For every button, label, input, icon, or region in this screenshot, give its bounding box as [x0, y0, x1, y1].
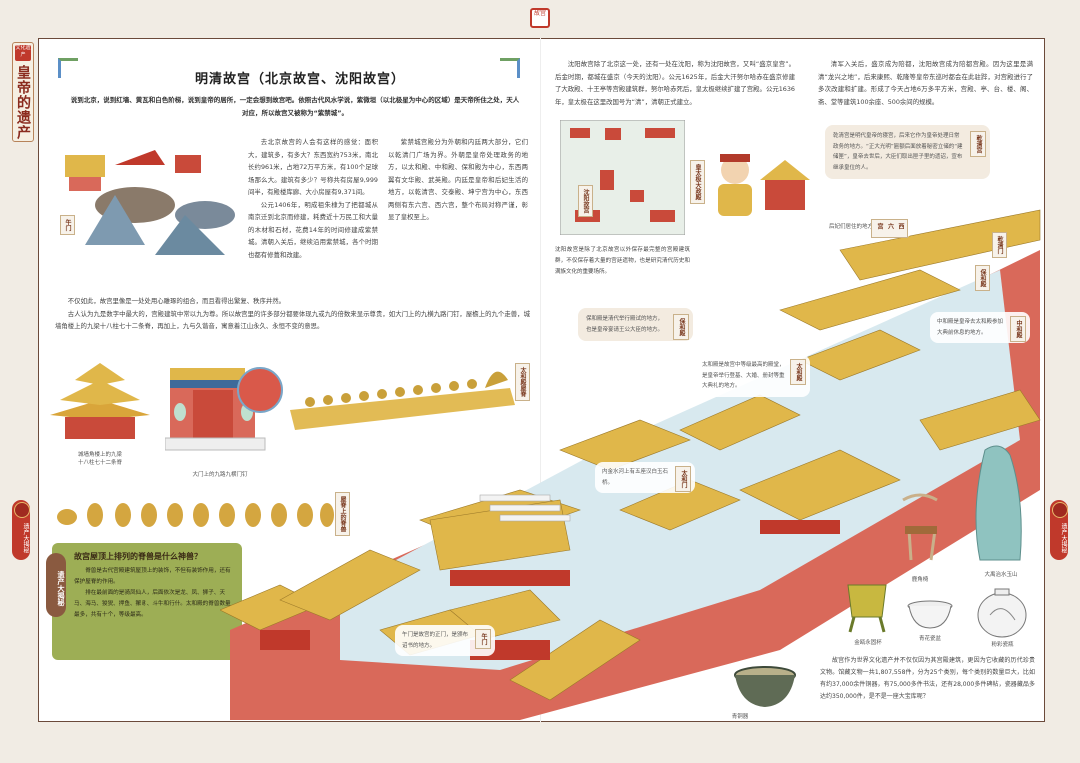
paragraph: 不仅如此，故宫里像是一处处用心雕琢的组合，而且看得出繁复、秩序井然。古人认为九是… [55, 295, 530, 333]
tag-baohe-2: 保和殿 [975, 265, 990, 291]
taihe-note: 太和殿是故宫中等级最高的殿堂，是皇帝举行登基、大婚、册封等重大典礼的地方。太和殿 [695, 355, 810, 397]
gate-caption: 大门上的九路九横门钉 [192, 472, 248, 478]
paragraph: 沈阳故宫除了北京这一处，还有一处在沈阳，称为沈阳故宫，又叫“盛京皇宫”。后金时期… [555, 60, 795, 106]
ridge-beasts-illustration [57, 503, 334, 527]
page-title: 明清故宫（北京故宫、沈阳故宫） [194, 72, 405, 87]
porcelain-basin-icon [907, 600, 953, 629]
trivia-box: 遗产大揭秘 故宫屋顶上排列的脊兽是什么神兽？ 脊兽是古代宫殿建筑屋顶上的装饰，不… [46, 543, 242, 660]
paragraph: 去北京故宫的人会有这样的感觉：面积大，建筑多，有多大？东西宽约753米，南北长约… [248, 136, 378, 261]
shenyang-note: 沈阳故宫是除了北京故宫以外保存最完整的宫殿建筑群，不仅保存着大量的宫廷遗物，也是… [555, 247, 690, 275]
imperial-procession-illustration [65, 150, 235, 255]
para4: 不仅如此，故宫里像是一处处用心雕琢的组合，而且看得出繁复、秩序井然。 [67, 297, 286, 305]
corner-tower-illustration [50, 363, 150, 439]
artifact-caption: 青铜器 [731, 714, 749, 720]
vase-icon [977, 588, 1027, 638]
trivia-p2: 排在最前面的是骑凤仙人，后面依次是龙、凤、狮子、天马、海马、狻猊、押鱼、獬豸、斗… [74, 590, 231, 618]
tag-wumen: 午门 [474, 629, 491, 649]
tag-qianqingmen: 乾清门 [992, 232, 1007, 258]
bronze-vessel-icon [734, 666, 796, 707]
jinshui-note: 内金水河上有五座汉白玉石桥。太和门 [595, 462, 695, 493]
map-tag: 沈阳故宫 [578, 185, 593, 217]
page-spine [540, 38, 541, 722]
golden-cup-icon [847, 584, 887, 633]
tag-taihe: 太和殿 [789, 359, 806, 385]
section-tab[interactable]: 文化遗产 皇帝的遗产 [12, 42, 34, 142]
tag-zhonghe: 中和殿 [1009, 316, 1026, 342]
gate-illustration [165, 367, 283, 451]
emperor-tag: 皇太极大政殿 [690, 160, 705, 204]
series-logo: 文化遗产 [15, 45, 31, 61]
tag-taihemen: 太和门 [674, 466, 691, 492]
trivia-badge: 遗产大揭秘 [46, 553, 66, 617]
artifact-caption: 粉彩瓷瓶 [991, 642, 1014, 648]
corner-ornament [58, 58, 78, 78]
intro-text: 说到北京，说到红墙、黄瓦和白色阶梯，说到皇帝的居所，一定会想到故宫吧。依照古代风… [70, 96, 520, 117]
shenyang-map-illustration [560, 120, 685, 235]
tag-xiliu: 西六宫 [870, 219, 908, 238]
emperor-illustration [718, 154, 810, 216]
trivia-p1: 脊兽是古代宫殿建筑屋顶上的装饰，不但有装饰作用，还有保护屋脊的作用。 [74, 568, 231, 585]
roof-ridge-illustration [290, 371, 515, 430]
paragraph: 紫禁城宫殿分为外朝和内廷两大部分，它们以乾清门广场为界。外朝是皇帝处理政务的地方… [388, 138, 528, 221]
gate-note: 午门是故宫的正门，是颁布诏书的地方。午门 [395, 625, 495, 656]
antler-chair-icon [902, 493, 938, 561]
para5: 古人认为九是数字中最大的，宫殿建筑中常以九为尊。所以故宫里的许多部分都要体现九或… [55, 309, 530, 331]
artifact-caption: 大禹治水玉山 [984, 572, 1018, 578]
left-chapter-tab[interactable]: 遗产大揭秘 [12, 500, 30, 560]
corner-tower-caption: 城墙角楼上的九梁十八柱七十二条脊 [77, 452, 122, 466]
ridge-tag: 太和殿屋脊 [515, 363, 530, 401]
corner-ornament [500, 58, 520, 78]
xiliu-note: 后妃们居住的地方西六宫 [822, 217, 912, 238]
artifact-caption: 青花瓷盆 [918, 636, 941, 642]
qianqing-card: 乾清宫是明代皇帝的寝宫，后来它作为皇帝处理日常政务的地方。“正大光明”匾额后面放… [825, 125, 990, 179]
tag-baohe: 保和殿 [672, 314, 689, 340]
right-chapter-tab[interactable]: 遗产大揭秘 [1050, 500, 1068, 560]
jade-mountain-icon [975, 445, 1022, 561]
section-tab-label: 皇帝的遗产 [15, 65, 31, 140]
zhonghe-note: 中和殿是皇帝去太和殿参加大典前休息的地方。中和殿 [930, 312, 1030, 343]
baohe-card: 保和殿是清代举行殿试的地方，也是皇帝宴请王公大臣的地方。保和殿 [578, 308, 693, 341]
tag-qianqing: 乾清宫 [969, 131, 986, 157]
artifact-caption: 鹿角椅 [911, 577, 929, 583]
para2: 公元1406年，明成祖朱棣为了把都城从南京迁到北京而修建，耗费近十万民工和大量的… [248, 200, 378, 259]
paragraph: 故宫作为世界文化遗产并不仅仅因为其宫殿建筑，更因为它收藏的历代珍贵文物。馆藏文物… [820, 657, 1035, 700]
trivia-heading: 故宫屋顶上排列的脊兽是什么神兽？ [74, 552, 202, 561]
tag-procession: 午门 [60, 215, 75, 235]
para1: 去北京故宫的人会有这样的感觉：面积大，建筑多，有多大？东西宽约753米，南北长约… [248, 138, 378, 196]
top-seal: 故宫 [530, 8, 550, 28]
beasts-tag: 屋脊上的脊兽 [335, 492, 350, 536]
paragraph: 清军入关后，盛京成为陪都，沈阳故宫成为陪都宫殿。因为这里是满清“龙兴之地”，后来… [818, 60, 1033, 106]
artifact-caption: 金瓯永固杯 [854, 640, 882, 646]
